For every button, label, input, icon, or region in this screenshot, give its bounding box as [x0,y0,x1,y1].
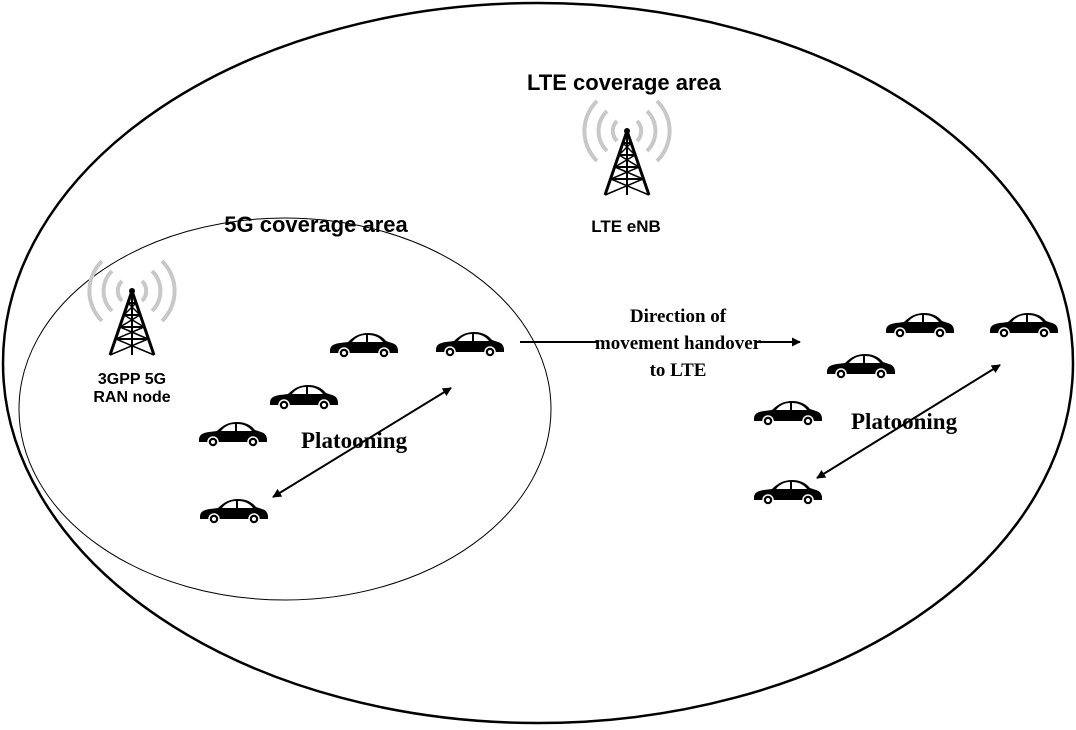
car-icon [753,479,823,506]
platooning-arrow-left [272,387,452,498]
handover-label: Direction of movement handover to LTE [595,303,761,384]
lte-enb-label: LTE eNB [591,217,661,236]
car-icon [989,312,1059,339]
5g-ran-tower-icon [87,259,177,357]
platooning-label-right: Platooning [851,409,958,434]
car-icon [753,400,823,427]
car-icon [199,498,269,525]
car-icon [826,353,896,380]
lte-enb-tower-icon [582,99,672,197]
5g-coverage-label: 5G coverage area [224,212,408,237]
car-icon [329,332,399,359]
handover-label-line3: to LTE [649,360,707,381]
car-icon [198,421,268,448]
platooning-label-left: Platooning [301,428,408,453]
car-icon [269,384,339,411]
5g-coverage-ellipse [18,217,552,601]
5g-ran-node-label: 3GPP 5G RAN node [93,371,170,408]
car-icon [885,312,955,339]
handover-label-line1: Direction of [629,306,727,327]
handover-label-line2: movement handover [594,333,762,354]
5g-ran-node-label-line1: 3GPP 5G [97,371,167,388]
5g-ran-node-label-line2: RAN node [93,389,171,407]
lte-coverage-label: LTE coverage area [526,70,722,95]
car-icon [435,331,505,358]
platooning-arrow-right [816,364,1001,479]
